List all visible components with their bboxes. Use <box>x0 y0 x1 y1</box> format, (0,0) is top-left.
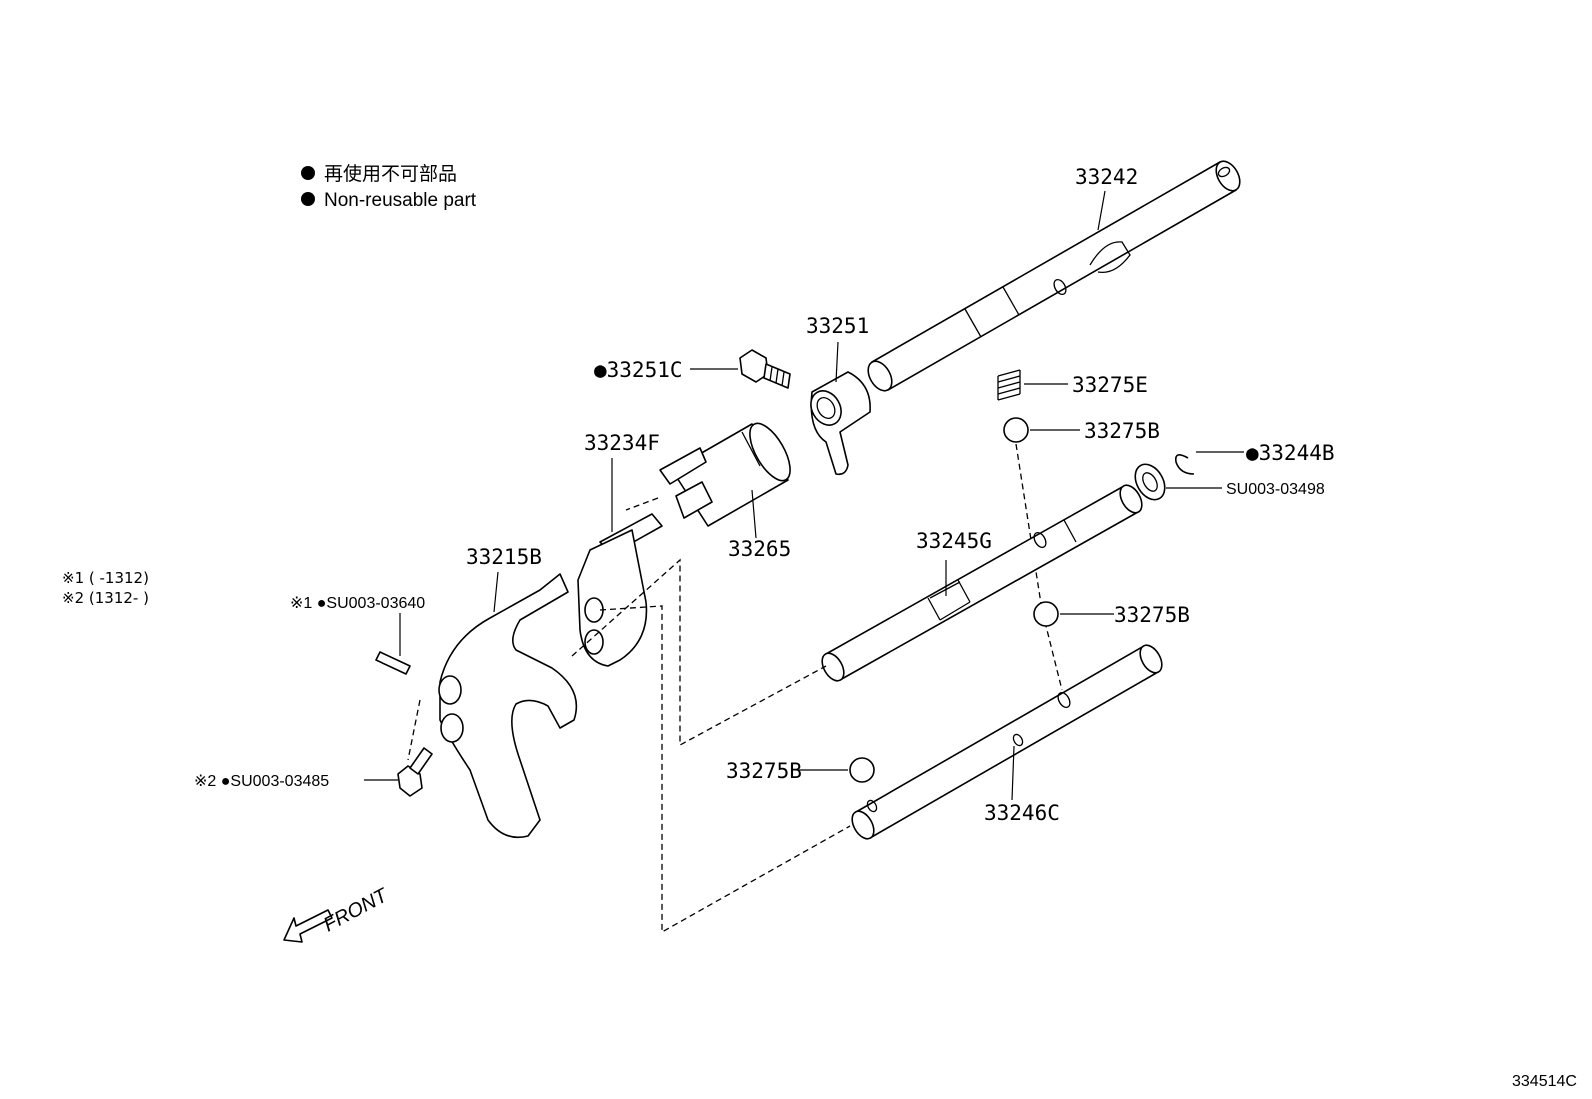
snap-ring-33244B <box>1174 454 1195 475</box>
callout-33234F: 33234F <box>584 431 660 455</box>
callout-33275B-top: 33275B <box>1084 419 1160 443</box>
callout-33275B-low: 33275B <box>726 759 802 783</box>
callout-33265: 33265 <box>728 537 791 561</box>
assembly-line-balls <box>1015 443 1063 691</box>
ball-33275B-mid <box>1033 601 1059 627</box>
callout-33251: 33251 <box>806 314 869 338</box>
callout-33244B: ●33244B <box>1246 441 1335 465</box>
bolt-SU003-03485 <box>397 747 433 797</box>
legend: 再使用不可部品 Non-reusable part <box>301 163 477 211</box>
shift-lever-33251 <box>810 371 871 476</box>
ball-33275B-top <box>1003 417 1029 443</box>
bolt-33251C <box>739 349 791 389</box>
legend-line-en: Non-reusable part <box>324 190 477 211</box>
assembly-line-33245G <box>571 558 827 747</box>
callout-33251C: ●33251C <box>594 358 683 382</box>
callout-SU003-03485: ※2 ●SU003-03485 <box>194 773 329 790</box>
note-serial-1: ※1 ( -1312) <box>62 569 149 587</box>
assembly-line-head <box>625 497 659 511</box>
front-direction-arrow: FRONT <box>283 884 393 943</box>
note-serial-2: ※2 (1312- ) <box>62 589 149 607</box>
legend-line-ja: 再使用不可部品 <box>324 163 457 185</box>
shift-shaft-33245G <box>821 484 1143 682</box>
assembly-line-33246C <box>599 605 851 934</box>
callout-33215B: 33215B <box>466 545 542 569</box>
shift-head-33234F <box>577 513 663 667</box>
callout-33245G: 33245G <box>916 529 992 553</box>
pin-SU003-03640 <box>375 651 411 675</box>
leader-33246C <box>1011 745 1015 801</box>
spring-33275E <box>997 369 1021 401</box>
callout-33242: 33242 <box>1075 165 1138 189</box>
leader-33242 <box>1097 190 1106 231</box>
callout-SU003-03498: SU003-03498 <box>1226 481 1325 498</box>
non-reusable-marker-icon <box>301 166 315 180</box>
callout-33246C: 33246C <box>984 801 1060 825</box>
front-arrow-icon <box>283 909 333 943</box>
assembly-line-bolt <box>407 699 421 761</box>
front-label: FRONT <box>320 884 393 937</box>
shift-fork-33215B <box>438 573 578 839</box>
washer-SU003-03498 <box>1134 463 1166 501</box>
sleeve-33265 <box>659 422 791 527</box>
leader-33251 <box>835 341 839 383</box>
callout-33275B-mid: 33275B <box>1114 603 1190 627</box>
figure-code: 334514C <box>1512 1073 1577 1090</box>
ball-33275B-low <box>849 757 875 783</box>
non-reusable-marker-icon <box>301 192 315 206</box>
callout-33275E: 33275E <box>1072 373 1148 397</box>
shift-shaft-33242 <box>867 160 1241 392</box>
leader-33215B <box>493 571 499 613</box>
shift-shaft-33246C <box>851 644 1163 840</box>
leader-33265 <box>751 489 757 539</box>
callout-SU003-03640: ※1 ●SU003-03640 <box>290 595 425 612</box>
